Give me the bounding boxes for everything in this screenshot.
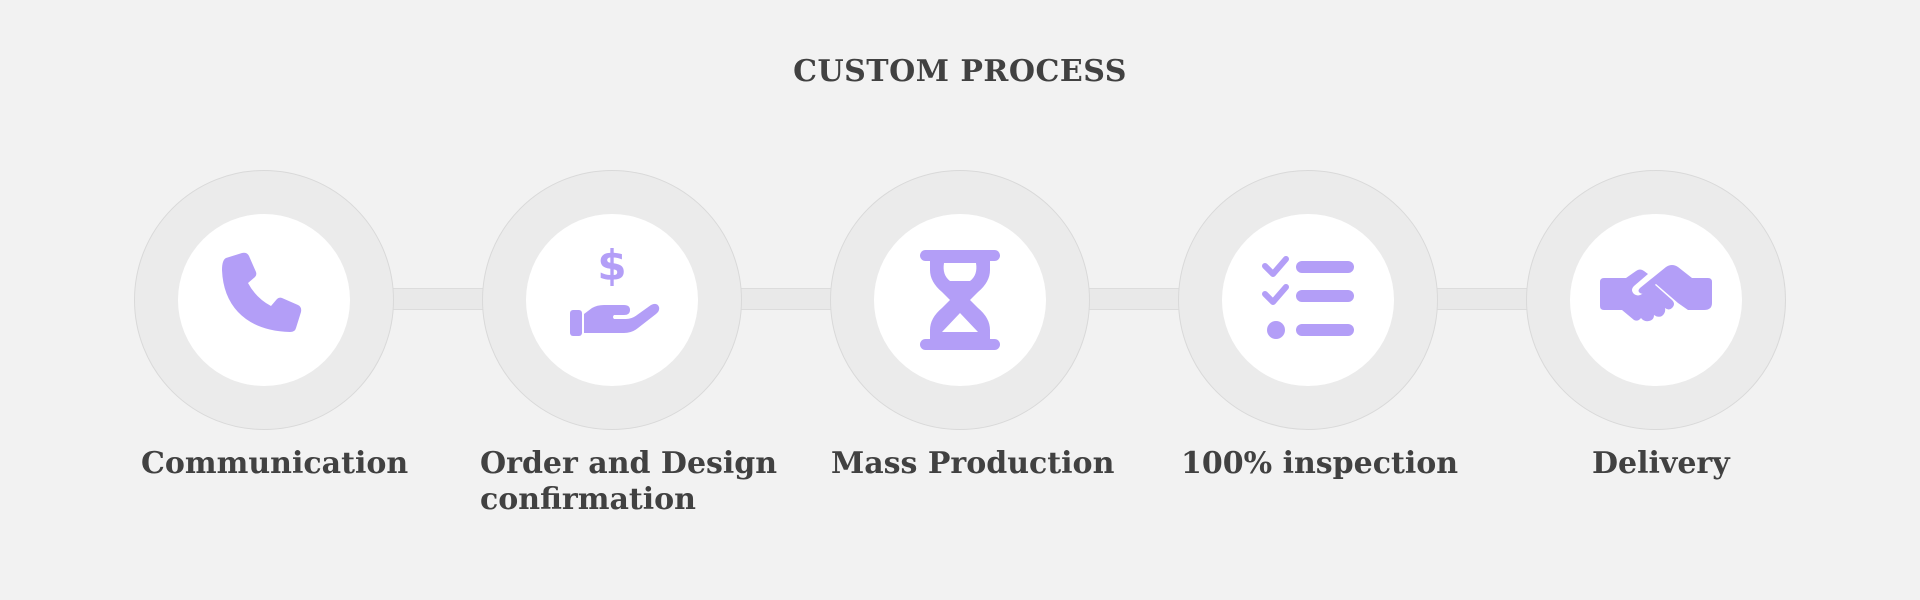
step-icon-container	[178, 214, 350, 386]
step-label-order-design: Order and Design confirmation	[480, 446, 777, 518]
hand-dollar-icon: $	[570, 241, 660, 336]
checklist-icon	[1262, 256, 1354, 339]
step-order-design: $	[482, 170, 742, 430]
step-icon-container: $	[526, 214, 698, 386]
handshake-icon	[1600, 265, 1712, 322]
step-icon-container	[874, 214, 1046, 386]
connector	[1089, 288, 1181, 310]
hourglass-icon	[920, 250, 1000, 350]
step-mass-production	[830, 170, 1090, 430]
step-label-delivery: Delivery	[1592, 446, 1730, 481]
connector	[393, 288, 485, 310]
step-label-mass-production: Mass Production	[831, 446, 1115, 481]
connector	[741, 288, 833, 310]
svg-text:$: $	[597, 241, 626, 290]
step-label-line: Order and Design	[480, 446, 778, 481]
step-label-communication: Communication	[141, 446, 409, 481]
step-icon-container	[1222, 214, 1394, 386]
step-icon-container	[1570, 214, 1742, 386]
step-label-line: confirmation	[480, 482, 696, 517]
step-delivery	[1526, 170, 1786, 430]
step-label-inspection: 100% inspection	[1181, 446, 1459, 481]
connector	[1437, 288, 1529, 310]
step-communication	[134, 170, 394, 430]
phone-icon	[222, 252, 302, 332]
page-title: CUSTOM PROCESS	[793, 54, 1127, 89]
step-inspection	[1178, 170, 1438, 430]
